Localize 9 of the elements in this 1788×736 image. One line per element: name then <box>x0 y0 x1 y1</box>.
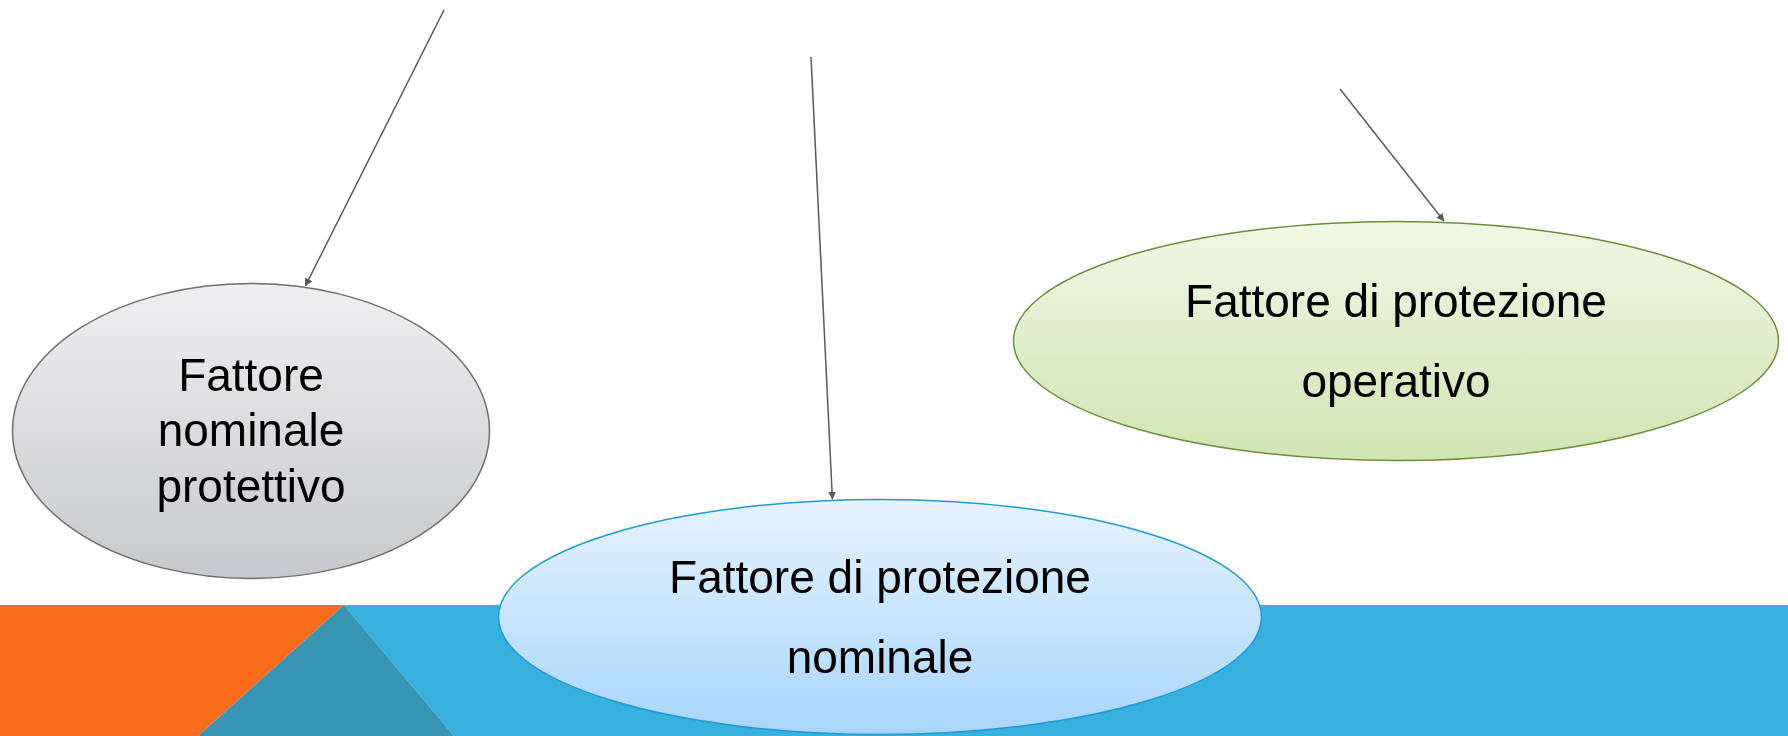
node-label: Fattore di protezione nominale <box>668 549 1092 685</box>
arrow <box>304 9 445 287</box>
node-label: Fattore di protezione operativo <box>1184 273 1608 409</box>
arrow <box>1339 88 1445 222</box>
ellipse-node <box>11 282 491 580</box>
arrow <box>810 56 837 500</box>
ellipse-node <box>1012 220 1780 462</box>
ellipse-node <box>497 498 1263 736</box>
node-label: Fattore nominale protettivo <box>155 348 347 514</box>
